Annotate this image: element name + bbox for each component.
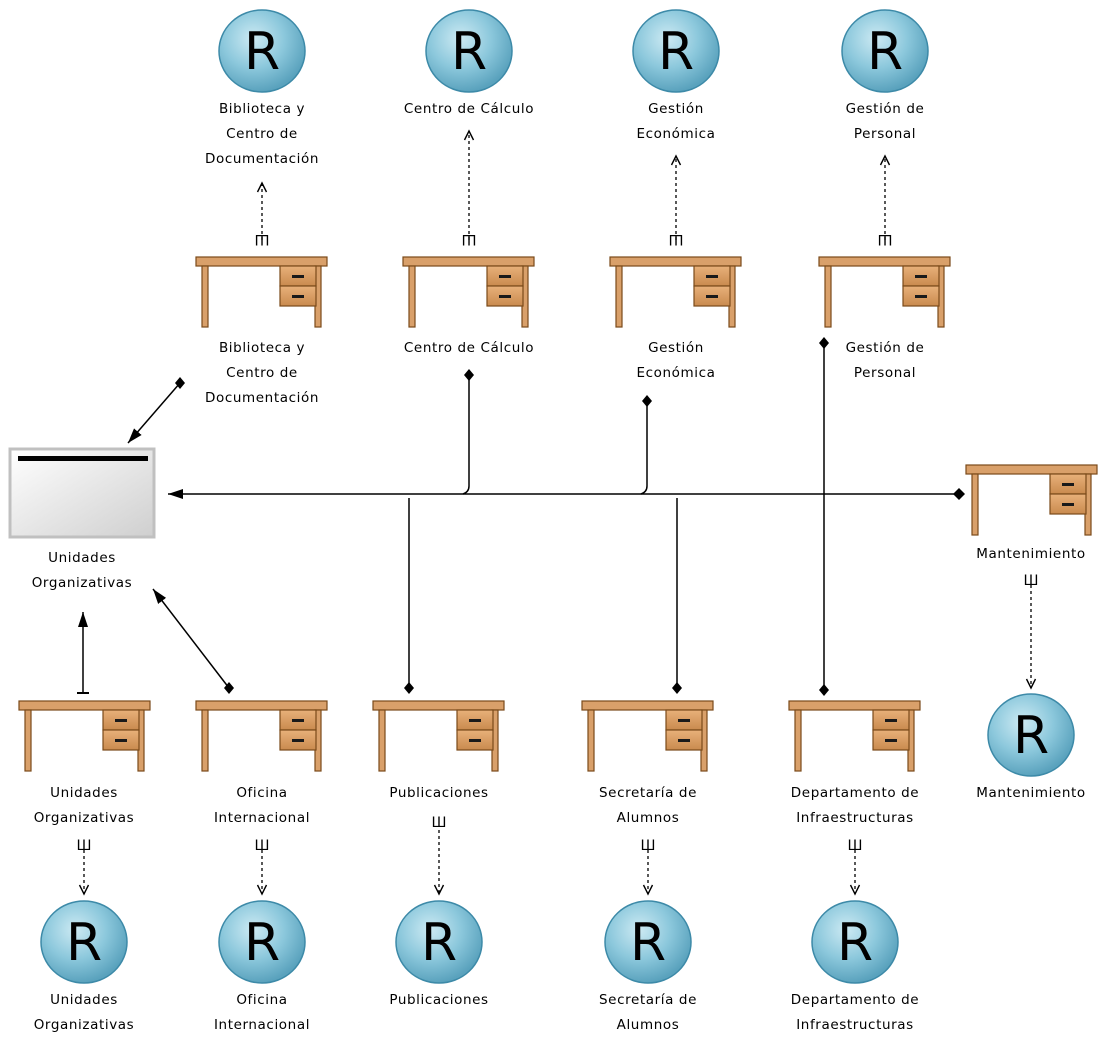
role-r-gestion-personal[interactable]: R [841,9,929,93]
desk-label-mantenimiento: Mantenimiento [976,546,1086,562]
role-label-r-biblioteca: Biblioteca y Centro de Documentación [204,101,319,167]
desk-gestion-economica[interactable] [609,256,742,328]
desk-infraestructuras[interactable] [788,700,921,772]
role-letter: R [244,913,280,973]
role-letter: R [837,913,873,973]
role-r-unidades-org[interactable]: R [40,900,128,984]
role-label-r-unidades-org: Unidades Organizativas [33,992,135,1033]
role-label-r-gestion-economica: Gestión Económica [636,101,716,142]
stereotype-glyph: Ш [255,838,270,854]
desks-layer [18,256,1098,772]
stereotype-glyph: Ш [255,231,270,247]
collection-box[interactable] [8,447,156,539]
connector-secretaria[interactable] [672,498,682,694]
role-label-r-mantenimiento: Mantenimiento [976,785,1086,801]
role-letter: R [421,913,457,973]
collection-label: Unidades Organizativas [31,550,133,591]
stereotype-glyph: Ш [641,838,656,854]
stereotype-glyph: Ш [669,231,684,247]
role-label-r-gestion-personal: Gestión de Personal [845,101,925,142]
stereotype-glyph: Ш [1024,573,1039,589]
connector-publicaciones[interactable] [404,498,414,694]
role-r-publicaciones[interactable]: R [395,900,483,984]
desk-label-secretaria: Secretaría de Alumnos [599,785,697,826]
role-letter: R [1013,706,1049,766]
desk-label-oficina-int: Oficina Internacional [213,785,311,826]
role-letter: R [451,22,487,82]
desk-publicaciones[interactable] [372,700,505,772]
stereotype-glyph: Ш [878,231,893,247]
role-letter: R [658,22,694,82]
desk-label-unidades-org: Unidades Organizativas [33,785,135,826]
role-label-r-centro-calculo: Centro de Cálculo [403,101,535,117]
connector-unidades[interactable] [77,612,89,694]
desk-label-centro-calculo: Centro de Cálculo [403,340,535,356]
role-letter: R [630,913,666,973]
connector-gestion-economica[interactable] [640,395,652,495]
stereotype-glyph: Ш [77,838,92,854]
desk-label-publicaciones: Publicaciones [389,785,489,801]
role-r-biblioteca[interactable]: R [218,9,306,93]
role-letter: R [244,22,280,82]
role-r-oficina-int[interactable]: R [218,900,306,984]
mantenimiento-diamond [953,488,965,500]
stereotype-glyph: Ш [462,231,477,247]
stereotype-glyph: Ш [432,815,447,831]
role-label-r-publicaciones: Publicaciones [389,992,489,1008]
connector-gestion-personal[interactable] [819,337,829,696]
desk-label-infraestructuras: Departamento de Infraestructuras [790,785,920,826]
desk-label-gestion-personal: Gestión de Personal [845,340,925,381]
connector-oficina[interactable] [152,588,234,694]
desk-unidades-org[interactable] [18,700,151,772]
role-r-centro-calculo[interactable]: R [425,9,513,93]
desk-label-gestion-economica: Gestión Económica [636,340,716,381]
roles-layer: R R R R R R R R R R [40,9,1075,984]
desk-mantenimiento[interactable] [965,464,1098,536]
role-r-infraestructuras[interactable]: R [811,900,899,984]
role-letter: R [867,22,903,82]
desk-biblioteca[interactable] [195,256,328,328]
role-r-secretaria[interactable]: R [604,900,692,984]
role-letter: R [66,913,102,973]
role-r-gestion-economica[interactable]: R [632,9,720,93]
desk-secretaria[interactable] [581,700,714,772]
role-label-r-infraestructuras: Departamento de Infraestructuras [790,992,920,1033]
desk-centro-calculo[interactable] [402,256,535,328]
role-label-r-oficina-int: Oficina Internacional [213,992,311,1033]
role-r-mantenimiento[interactable]: R [987,693,1075,777]
desk-oficina-int[interactable] [195,700,328,772]
connector-centro-calculo[interactable] [462,369,474,495]
connector-biblioteca[interactable] [127,377,185,444]
desk-gestion-personal[interactable] [818,256,951,328]
stereotype-glyph: Ш [848,838,863,854]
role-label-r-secretaria: Secretaría de Alumnos [599,992,697,1033]
desk-label-biblioteca: Biblioteca y Centro de Documentación [204,340,319,406]
dependencies-layer: Ш Ш Ш Ш Ш Ш Ш Ш Ш Ш [77,129,1039,896]
